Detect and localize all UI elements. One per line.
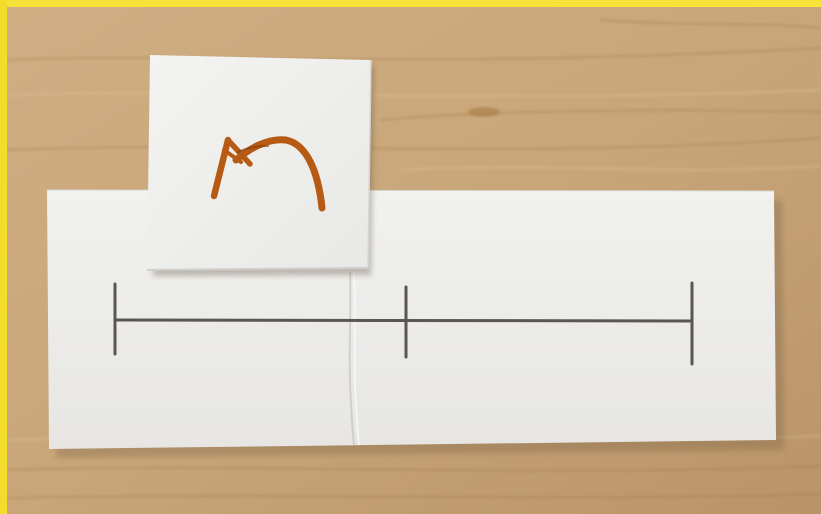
- photo-scene: [7, 7, 821, 514]
- frame-border-top: [0, 0, 821, 7]
- photo-svg: [7, 7, 821, 514]
- frame-border-left: [0, 0, 7, 514]
- small-card: [147, 55, 371, 270]
- number-line-axis: [115, 320, 692, 321]
- wood-knot: [468, 107, 500, 117]
